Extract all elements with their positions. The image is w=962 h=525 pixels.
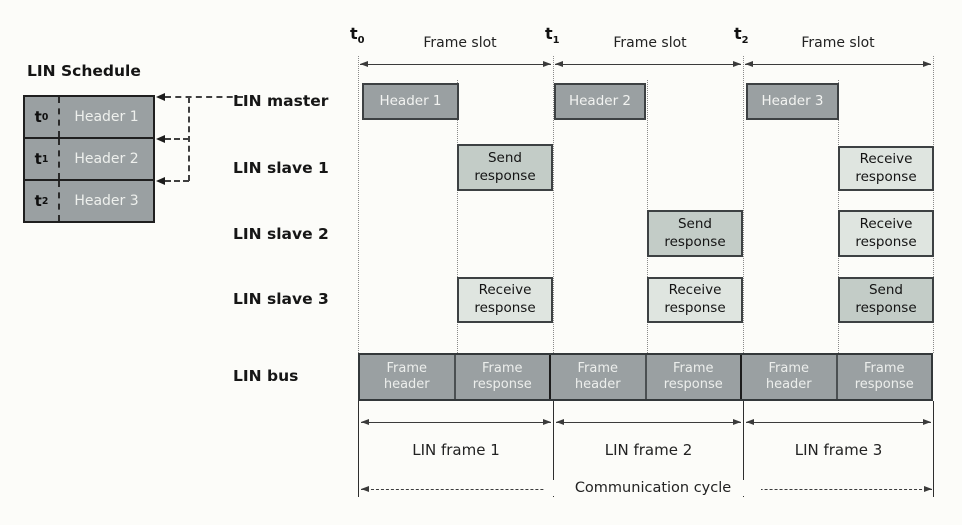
schedule-header-1: Header 1	[74, 109, 139, 125]
gridline-t0	[358, 56, 359, 353]
row-label-lin-slave-2: LIN slave 2	[233, 225, 329, 243]
time-mark-t0: t0	[350, 24, 365, 46]
frame-boundary-line-1	[553, 401, 554, 497]
header-box-3: Header 3	[746, 83, 839, 120]
frame-boundary-line-2	[743, 401, 744, 497]
lin-frame-2-arrow	[556, 419, 741, 425]
schedule-arrowhead-t0	[156, 93, 165, 101]
t0-sub: 0	[41, 111, 49, 123]
frame-slot-label-1: Frame slot	[423, 35, 497, 51]
time-mark-t2: t2	[734, 24, 749, 46]
lin-frame-3-arrow	[746, 419, 931, 425]
mark-t1-base: t	[545, 24, 553, 43]
receive-response-box-frame2-slave3: Receive response	[647, 277, 743, 323]
time-mark-t1: t1	[545, 24, 560, 46]
schedule-header-2: Header 2	[74, 151, 139, 167]
send-response-box-frame2-slave2: Send response	[647, 210, 743, 257]
bus-segment-frame-response-2: Frame response	[644, 355, 741, 399]
frame-slot-label-2: Frame slot	[613, 35, 687, 51]
communication-cycle-label: Communication cycle	[545, 480, 761, 496]
header-box-1: Header 1	[362, 83, 459, 120]
lin-frame-1-arrow	[361, 419, 551, 425]
bus-segment-frame-header-1: Frame header	[383, 360, 430, 392]
mark-t0-base: t	[350, 24, 358, 43]
frame-slot-arrow-3	[745, 61, 931, 67]
frame-boundary-line-end	[933, 401, 934, 497]
lin-schedule-title: LIN Schedule	[27, 62, 141, 80]
frame-slot-arrow-2	[555, 61, 741, 67]
mark-t0-sub: 0	[357, 35, 365, 47]
bus-segment-frame-header-2: Frame header	[549, 355, 645, 399]
lin-bus-bar: Frame header Frame response Frame header…	[358, 353, 933, 401]
bus-segment-frame-response-1: Frame response	[453, 355, 550, 399]
t1-sub: 1	[41, 153, 49, 165]
mark-t2-base: t	[734, 24, 742, 43]
gridline-t1	[553, 56, 554, 353]
gridline-mid1	[457, 80, 458, 353]
schedule-callout-line-vertical	[188, 97, 190, 181]
schedule-arrowhead-t1	[156, 135, 165, 143]
bus-segment-frame-response-3: Frame response	[835, 355, 932, 399]
lin-frame-2-label: LIN frame 2	[604, 441, 693, 459]
send-response-box-frame3-slave3: Send response	[838, 277, 934, 323]
mark-t2-sub: 2	[741, 35, 749, 47]
gridline-end	[933, 56, 934, 353]
schedule-callout-line-bottom	[165, 180, 189, 182]
frame-slot-label-3: Frame slot	[801, 35, 875, 51]
schedule-arrowhead-t2	[156, 177, 165, 185]
schedule-header-3: Header 3	[74, 193, 139, 209]
mark-t1-sub: 1	[552, 35, 560, 47]
receive-response-box-frame1-slave3: Receive response	[457, 277, 553, 323]
t2-base: t	[34, 192, 42, 210]
t2-sub: 2	[41, 195, 49, 207]
send-response-box-frame1-slave1: Send response	[457, 144, 553, 191]
row-label-lin-slave-1: LIN slave 1	[233, 159, 329, 177]
lin-frame-1-label: LIN frame 1	[412, 441, 500, 459]
schedule-callout-line-mid	[165, 138, 189, 140]
frame-boundary-line-start	[358, 401, 359, 497]
schedule-callout-line-top	[165, 96, 243, 98]
row-label-lin-slave-3: LIN slave 3	[233, 290, 329, 308]
frame-slot-arrow-1	[360, 61, 551, 67]
row-label-lin-bus: LIN bus	[233, 367, 299, 385]
bus-segment-frame-header-3: Frame header	[740, 355, 836, 399]
t1-base: t	[34, 150, 42, 168]
row-label-lin-master: LIN master	[233, 92, 329, 110]
receive-response-box-frame3-slave1: Receive response	[838, 146, 934, 191]
lin-frame-3-label: LIN frame 3	[794, 441, 883, 459]
header-box-2: Header 2	[554, 83, 646, 120]
gridline-t2	[743, 56, 744, 353]
receive-response-box-frame3-slave2: Receive response	[838, 210, 934, 257]
t0-base: t	[34, 108, 42, 126]
